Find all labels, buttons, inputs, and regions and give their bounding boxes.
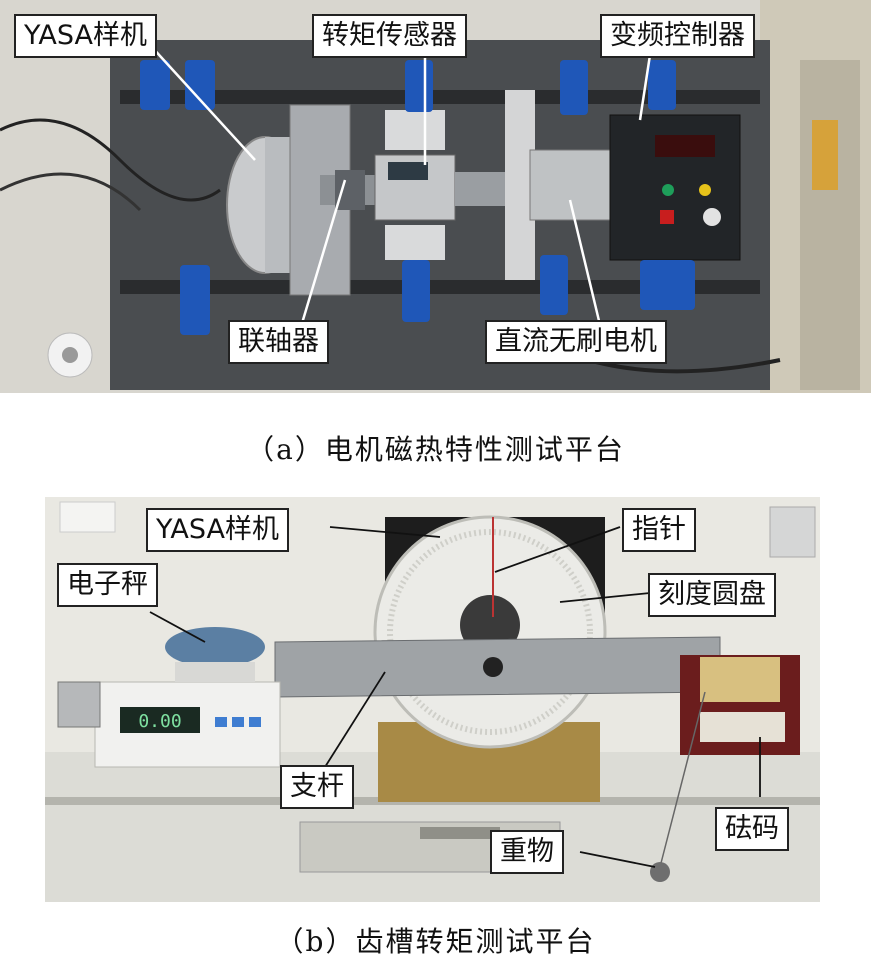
label-coupling: 联轴器: [228, 320, 329, 364]
label-hanging-mass: 重物: [490, 830, 564, 874]
photo-panel-a: YASA样机 转矩传感器 变频控制器 联轴器 直流无刷电机: [0, 0, 871, 393]
label-yasa-motor-b: YASA样机: [146, 508, 289, 552]
label-vfd-controller: 变频控制器: [600, 14, 755, 58]
scale-display: 0.00: [138, 711, 181, 732]
label-electronic-scale: 电子秤: [57, 563, 158, 607]
caption-b: （b）齿槽转矩测试平台: [275, 925, 596, 958]
label-dial-plate: 刻度圆盘: [648, 573, 776, 617]
label-pointer: 指针: [622, 508, 696, 552]
label-torque-sensor: 转矩传感器: [312, 14, 467, 58]
caption-a: （a）电机磁热特性测试平台: [246, 433, 625, 466]
test-platform-photo-b: 0.00: [0, 497, 871, 902]
label-bldc-motor: 直流无刷电机: [485, 320, 667, 364]
label-weights: 砝码: [715, 807, 789, 851]
photo-panel-b: 0.00 YASA样机 指针 电子秤 刻度圆盘 支杆 砝码 重物: [0, 497, 871, 902]
label-yasa-motor: YASA样机: [14, 14, 157, 58]
label-lever: 支杆: [280, 765, 354, 809]
test-platform-photo-a: [0, 0, 871, 393]
